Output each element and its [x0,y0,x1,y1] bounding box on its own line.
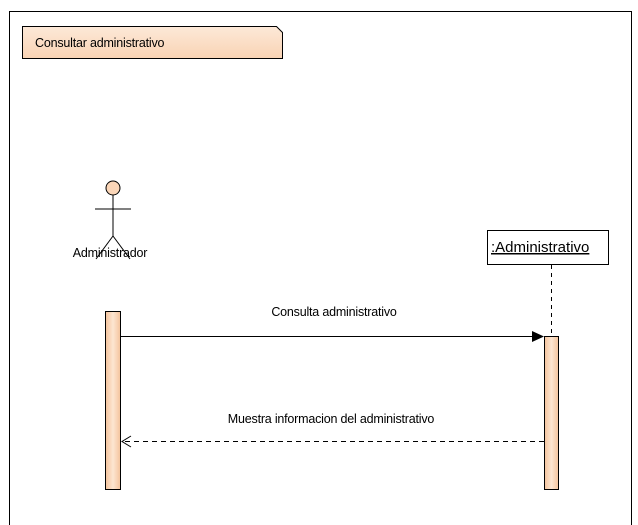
frame-title-tag: Consultar administrativo [22,26,283,59]
stick-figure-icon [95,180,131,260]
frame-title-tag-shape [22,26,283,59]
object-administrativo: :Administrativo [487,230,609,265]
frame-title: Consultar administrativo [35,36,165,50]
actor-activation-bar [105,311,121,490]
object-box [487,230,609,265]
message-consulta: Consulta administrativo [121,305,544,342]
open-arrowhead-icon [121,435,132,448]
actor-label: Administrador [73,246,148,260]
message-label: Consulta administrativo [271,305,397,319]
return-label: Muestra informacion del administrativo [228,412,435,426]
object-label: :Administrativo [491,239,589,256]
actor-administrador: Administrador [73,180,148,260]
message-muestra: Muestra informacion del administrativo [121,412,544,448]
diagram-frame [9,11,632,525]
object-activation-bar [544,336,559,490]
filled-arrowhead-icon [532,331,544,342]
